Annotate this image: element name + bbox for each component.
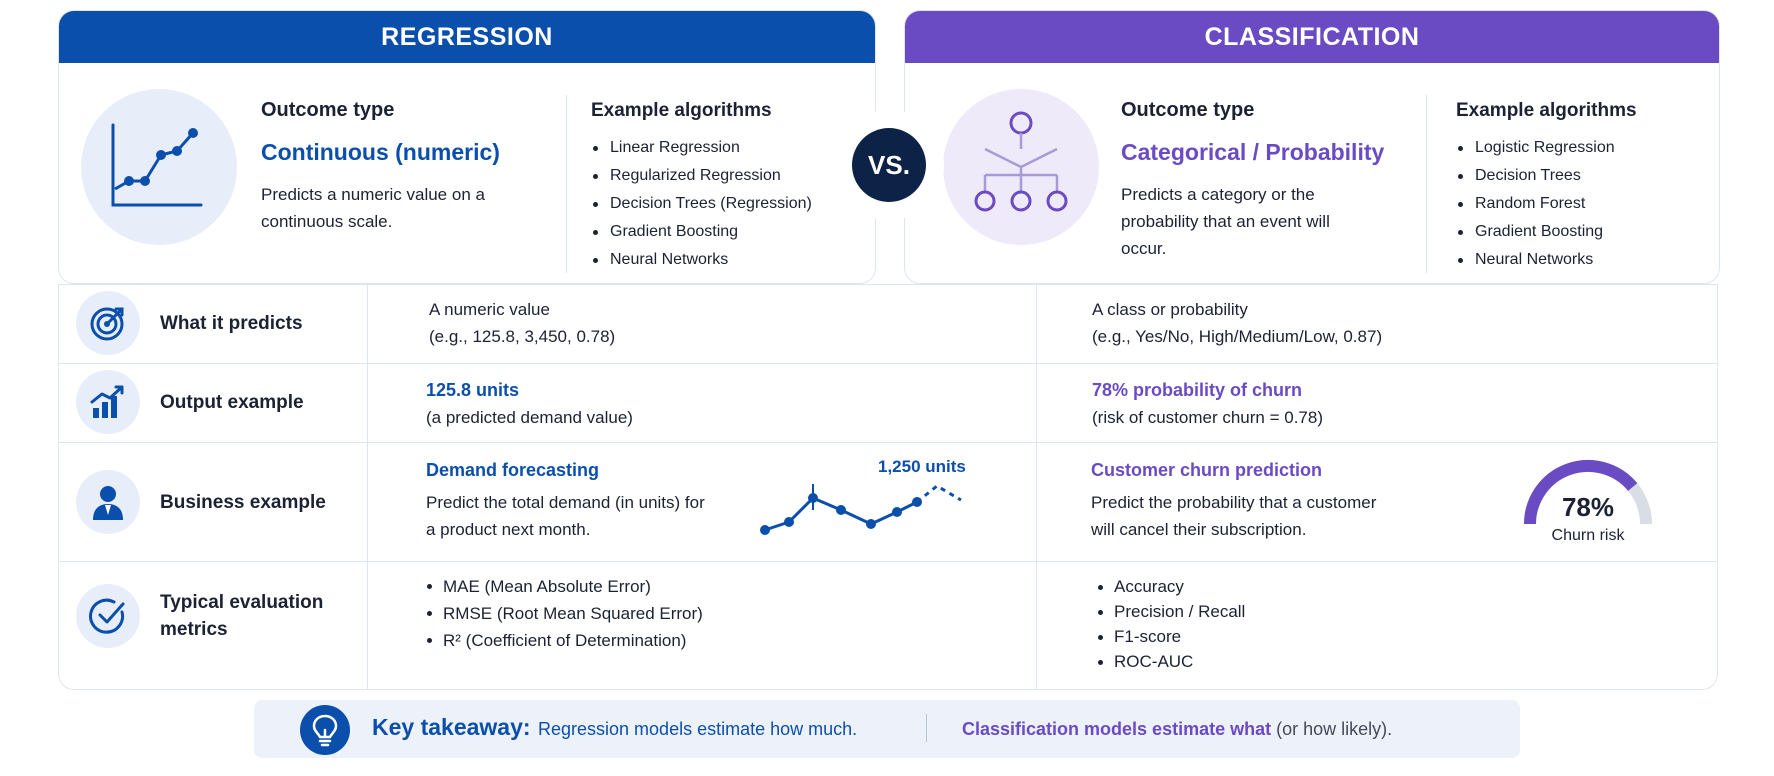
target-icon	[76, 291, 140, 355]
classification-outcome-label: Outcome type	[1121, 99, 1255, 121]
takeaway-divider	[926, 714, 927, 742]
classification-title: CLASSIFICATION	[905, 11, 1719, 63]
regression-title: REGRESSION	[59, 11, 875, 63]
classification-outcome-value: Categorical / Probability	[1121, 139, 1385, 165]
list-item: Decision Trees (Regression)	[591, 190, 812, 218]
check-circle-icon	[76, 584, 140, 648]
lightbulb-icon	[300, 705, 350, 755]
regression-divider	[566, 95, 567, 273]
classification-business-line1: Predict the probability that a customer	[1091, 493, 1377, 512]
column-divider	[367, 284, 368, 689]
classification-output-detail: (risk of customer churn = 0.78)	[1092, 408, 1324, 427]
churn-gauge-value: 78%	[1561, 492, 1615, 522]
row-label-business: Business example	[160, 492, 326, 513]
regression-output-headline: 125.8 units	[426, 380, 520, 400]
row-divider	[58, 442, 1718, 443]
sparkline-label: 1,250 units	[878, 457, 966, 476]
list-item: RMSE (Root Mean Squared Error)	[424, 600, 703, 627]
regression-predicts-line2: (e.g., 125.8, 3,450, 0.78)	[429, 327, 616, 346]
row-label-predicts: What it predicts	[160, 313, 303, 334]
classification-predicts-line1: A class or probability	[1092, 300, 1248, 319]
classification-metrics-list: Accuracy Precision / Recall F1-score ROC…	[1095, 574, 1245, 674]
row-divider	[58, 284, 1718, 285]
takeaway-classification-rest: (or how likely).	[1271, 719, 1393, 739]
row-label-metrics-line2: metrics	[160, 619, 228, 640]
list-item: Gradient Boosting	[1456, 218, 1615, 246]
demand-sparkline	[760, 484, 962, 535]
list-item: Gradient Boosting	[591, 218, 812, 246]
regression-output-detail: (a predicted demand value)	[426, 408, 633, 427]
takeaway-classification-bold: Classification models estimate what	[962, 719, 1272, 739]
classification-algorithms-title: Example algorithms	[1456, 100, 1637, 121]
takeaway-label: Key takeaway:	[372, 714, 531, 740]
list-item: Decision Trees	[1456, 162, 1615, 190]
classification-card: CLASSIFICATION Outcome type Categorical …	[904, 10, 1720, 284]
row-divider	[58, 363, 1718, 364]
list-item: ROC-AUC	[1095, 649, 1245, 674]
regression-business-line1: Predict the total demand (in units) for	[426, 493, 705, 512]
list-item: Accuracy	[1095, 574, 1245, 599]
comparison-table	[58, 284, 1718, 690]
regression-outcome-label: Outcome type	[261, 99, 395, 121]
regression-metrics-list: MAE (Mean Absolute Error) RMSE (Root Mea…	[424, 573, 703, 654]
list-item: Random Forest	[1456, 190, 1615, 218]
regression-business-line2: a product next month.	[426, 520, 591, 539]
churn-gauge-label: Churn risk	[1551, 527, 1625, 544]
list-item: Logistic Regression	[1456, 134, 1615, 162]
key-takeaway-banner: Key takeaway: Regression models estimate…	[254, 700, 1520, 758]
regression-algorithms-list: Linear Regression Regularized Regression…	[591, 134, 812, 274]
regression-card: REGRESSION Outcome type Continuous (nume…	[58, 10, 876, 284]
line-chart-icon	[81, 89, 237, 245]
row-label-output: Output example	[160, 392, 304, 413]
list-item: MAE (Mean Absolute Error)	[424, 573, 703, 600]
churn-gauge-fill	[1524, 459, 1638, 525]
classification-business-line2: will cancel their subscription.	[1091, 520, 1307, 539]
list-item: Linear Regression	[591, 134, 812, 162]
classification-predicts-line2: (e.g., Yes/No, High/Medium/Low, 0.87)	[1092, 327, 1383, 346]
list-item: Precision / Recall	[1095, 599, 1245, 624]
list-item: Regularized Regression	[591, 162, 812, 190]
vs-badge: VS.	[852, 128, 926, 202]
takeaway-regression-text: Regression models estimate how much.	[538, 719, 858, 739]
list-item: F1-score	[1095, 624, 1245, 649]
classification-divider	[1426, 95, 1427, 273]
regression-outcome-desc: Predicts a numeric value on a continuous…	[261, 185, 485, 231]
list-item: Neural Networks	[591, 246, 812, 274]
classification-algorithms-list: Logistic Regression Decision Trees Rando…	[1456, 134, 1615, 274]
classification-outcome-desc: Predicts a category or the probability t…	[1121, 185, 1330, 258]
churn-gauge	[1524, 459, 1652, 525]
person-icon	[76, 470, 140, 534]
list-item: Neural Networks	[1456, 246, 1615, 274]
row-divider	[58, 561, 1718, 562]
classification-business-headline: Customer churn prediction	[1091, 460, 1323, 480]
list-item: R² (Coefficient of Determination)	[424, 627, 703, 654]
bar-chart-up-icon	[76, 370, 140, 434]
takeaway-classification-text: Classification models estimate what (or …	[962, 719, 1392, 740]
regression-business-headline: Demand forecasting	[426, 460, 600, 480]
column-divider	[1036, 284, 1037, 689]
regression-outcome-value: Continuous (numeric)	[261, 139, 500, 165]
regression-predicts-line1: A numeric value	[429, 300, 550, 319]
classification-output-headline: 78% probability of churn	[1092, 380, 1303, 400]
tree-diagram-icon	[943, 89, 1099, 245]
regression-algorithms-title: Example algorithms	[591, 100, 772, 121]
row-label-metrics-line1: Typical evaluation	[160, 592, 324, 613]
